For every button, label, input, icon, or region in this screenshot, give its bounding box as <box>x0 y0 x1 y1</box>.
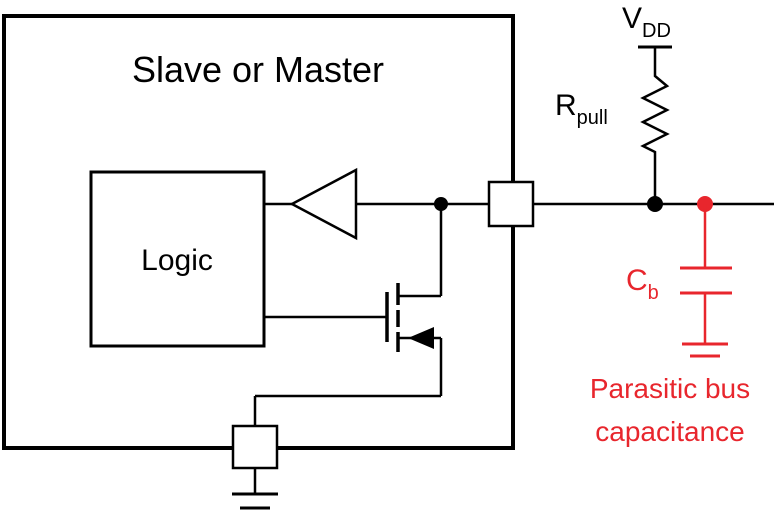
bus-pin-pad <box>487 180 535 228</box>
supply-label-main: V <box>622 2 642 35</box>
device-title: Slave or Master <box>132 49 384 90</box>
body-arrow-icon <box>408 327 434 349</box>
capacitor-label-main: C <box>626 264 648 297</box>
input-buffer-triangle <box>289 167 358 241</box>
capacitance-caption-line1: Parasitic bus <box>590 373 750 404</box>
resistor-label-main: R <box>555 89 577 122</box>
supply-label-sub: DD <box>642 20 671 42</box>
ground-pin-pad <box>231 424 279 470</box>
supply-label: VDD <box>622 2 671 42</box>
logic-block <box>89 170 266 348</box>
capacitor-label-sub: b <box>648 282 659 304</box>
pull-up-resistor-icon <box>640 47 670 204</box>
capacitance-caption-line2: capacitance <box>595 416 744 447</box>
resistor-label-sub: pull <box>577 107 608 129</box>
pull-up-junction-dot <box>647 196 663 212</box>
capacitor-label: Cb <box>626 264 659 304</box>
resistor-label: Rpull <box>555 89 608 129</box>
logic-label: Logic <box>141 244 213 277</box>
